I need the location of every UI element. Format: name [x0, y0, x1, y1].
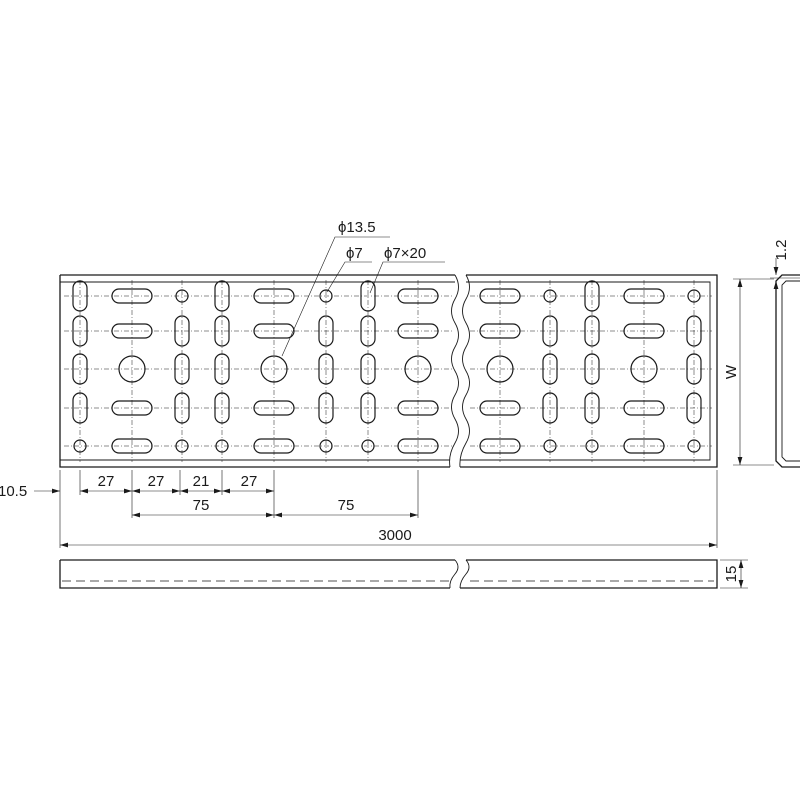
pitch-a-label: 27 — [98, 473, 115, 490]
large-hole-label: ϕ13.5 — [338, 219, 376, 236]
total-length-label: 3000 — [378, 527, 411, 544]
hole-pattern — [64, 280, 712, 462]
thickness-label: 1.2 — [773, 240, 790, 261]
span-a-label: 75 — [193, 497, 210, 514]
height-label: 15 — [723, 566, 740, 583]
edge-offset-label: 10.5 — [0, 483, 27, 500]
small-hole — [319, 439, 333, 453]
length-dimensions: 10.5 27 27 21 27 75 75 3000 — [0, 470, 718, 548]
side-view: 15 — [59, 559, 748, 589]
slot-label: ϕ7×20 — [384, 245, 426, 262]
plan-view — [59, 274, 718, 468]
callout-slot: ϕ7×20 — [369, 245, 445, 294]
small-hole-label: ϕ7 — [346, 245, 363, 262]
pitch-d-label: 27 — [241, 473, 258, 490]
callout-small-hole: ϕ7 — [326, 245, 372, 293]
span-b-label: 75 — [338, 497, 355, 514]
pitch-c-label: 21 — [193, 473, 210, 490]
callout-large-hole: ϕ13.5 — [281, 219, 390, 357]
width-label: W — [723, 364, 740, 379]
section-view: W 1.2 — [723, 240, 800, 468]
pitch-b-label: 27 — [148, 473, 165, 490]
small-hole — [319, 289, 333, 303]
